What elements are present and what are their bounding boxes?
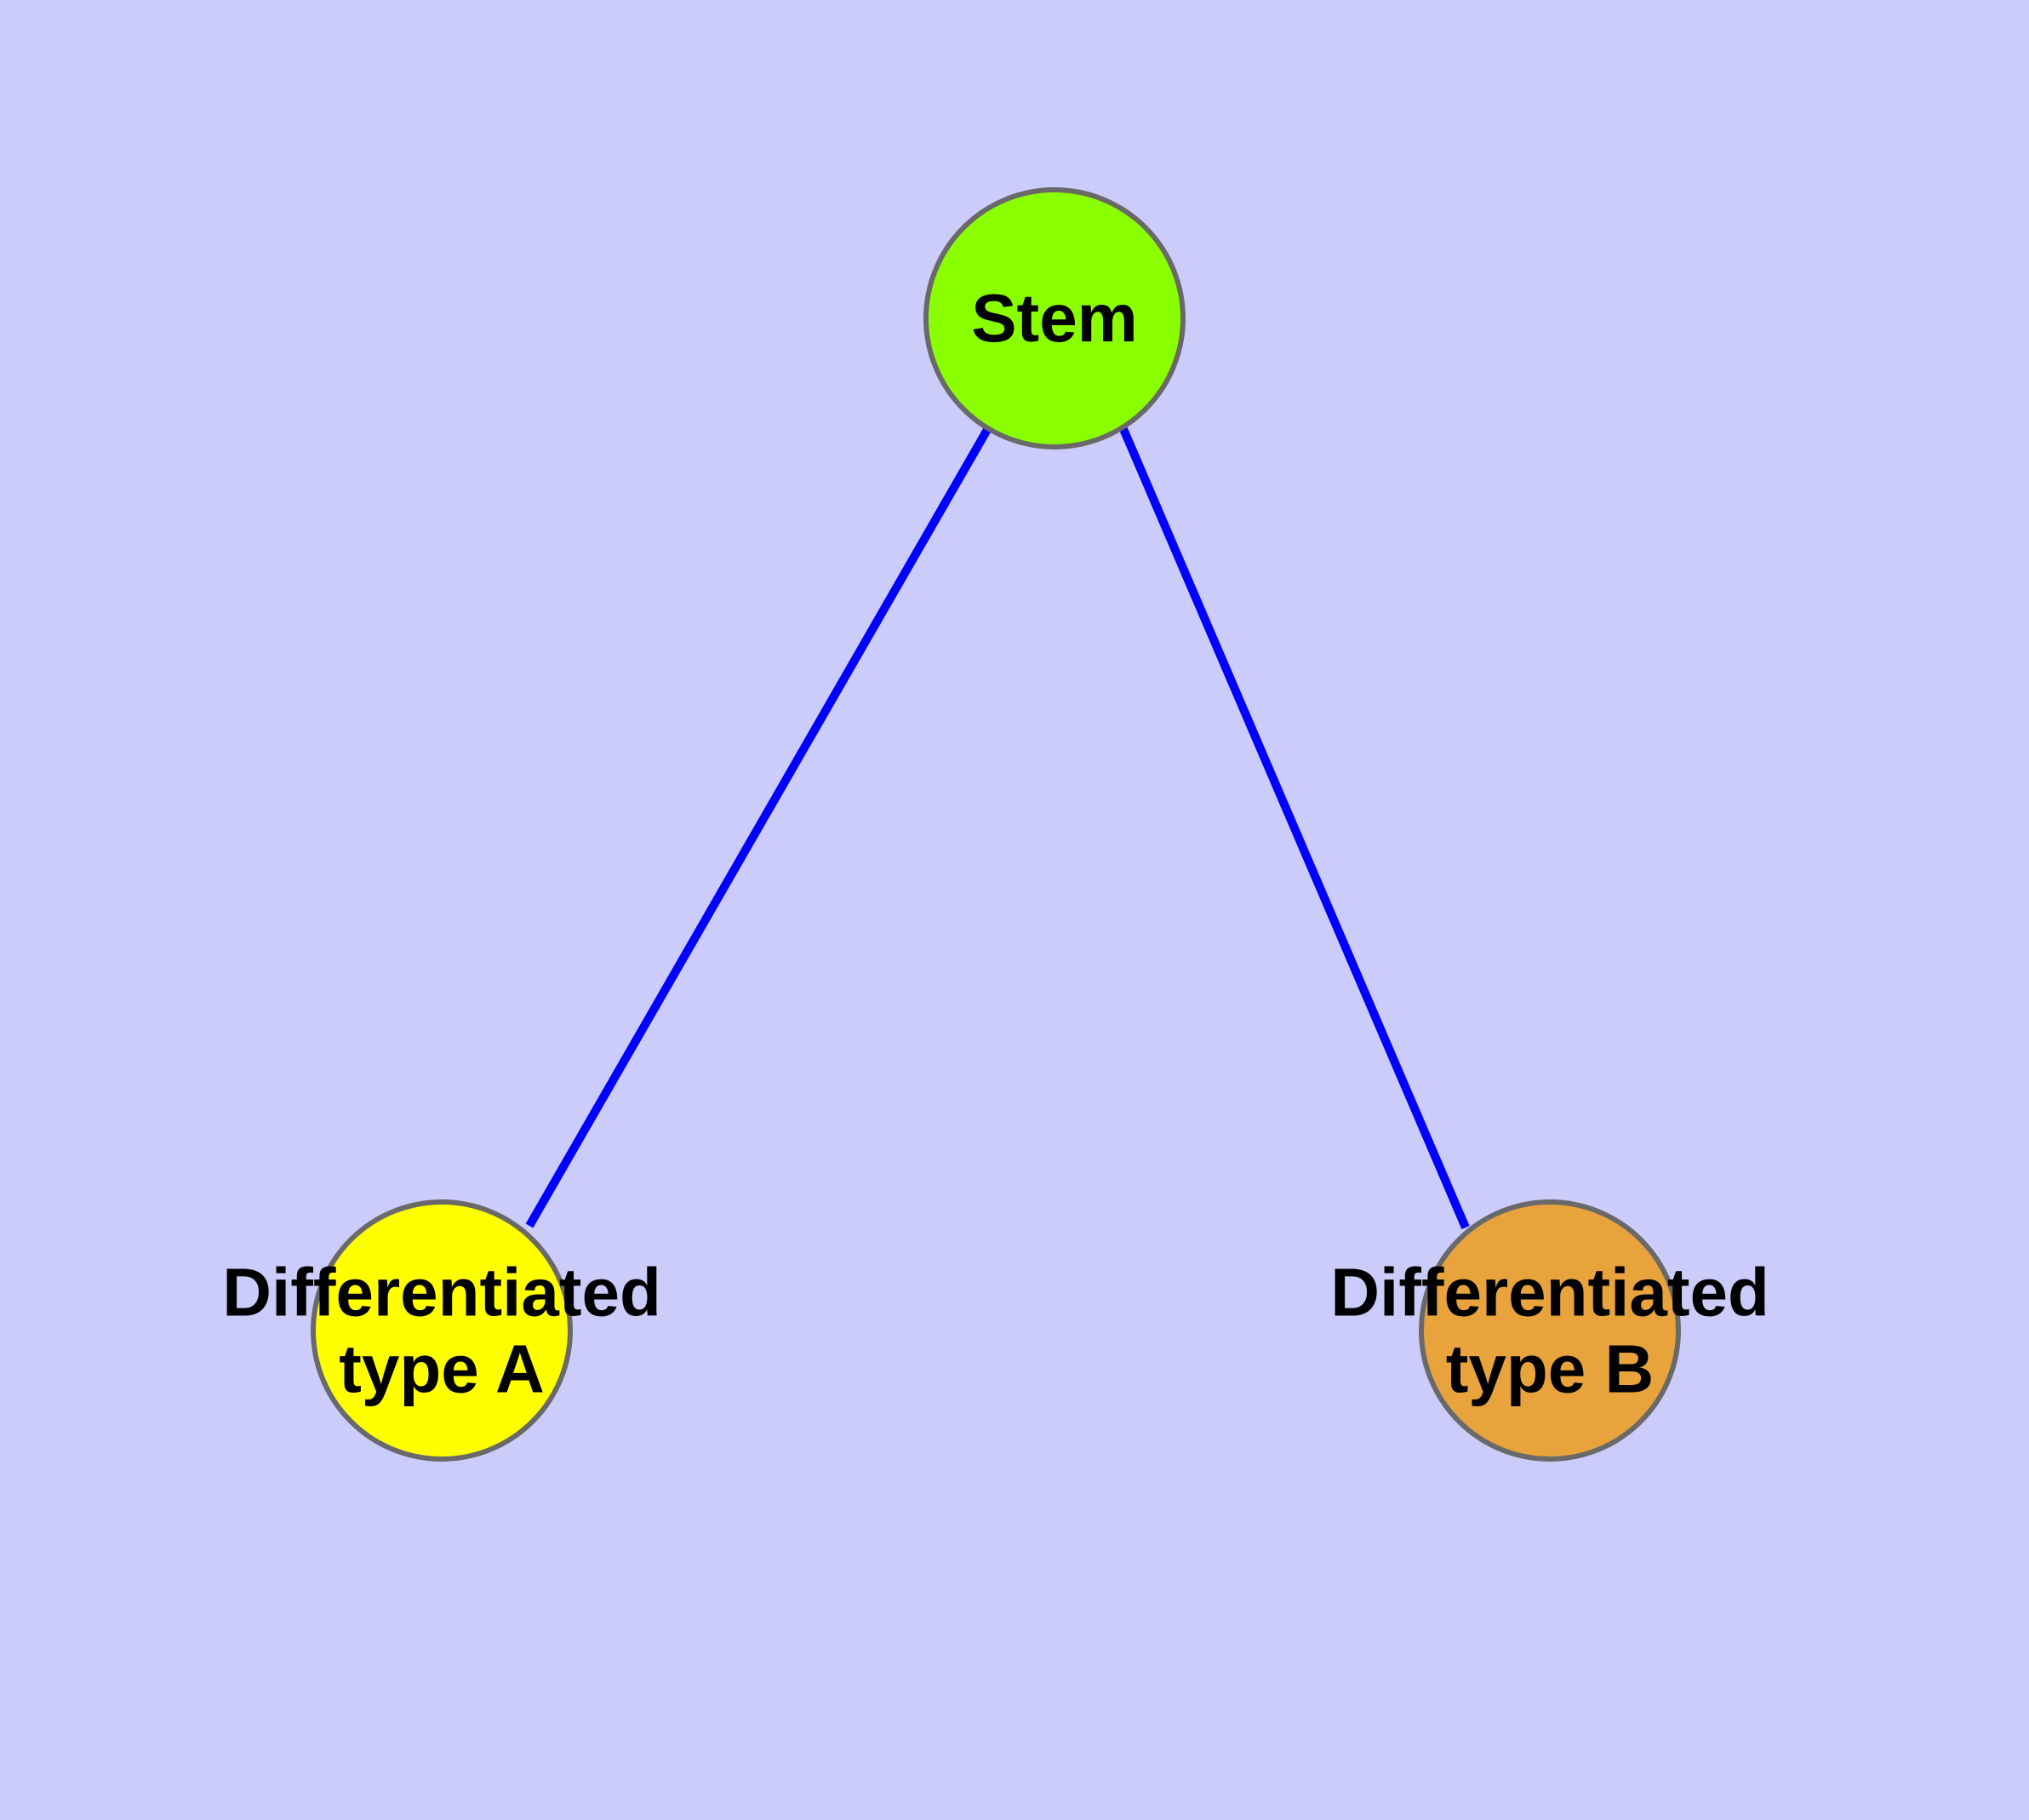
edges-group [525, 426, 1470, 1229]
node-circle-diff-a[interactable] [311, 1199, 573, 1462]
node-circle-stem[interactable] [923, 187, 1186, 449]
edge-stem-to-diff-b [1119, 427, 1470, 1229]
nodes-group [311, 187, 1681, 1462]
node-circle-diff-b[interactable] [1419, 1199, 1681, 1462]
edge-stem-to-diff-a [525, 426, 992, 1228]
